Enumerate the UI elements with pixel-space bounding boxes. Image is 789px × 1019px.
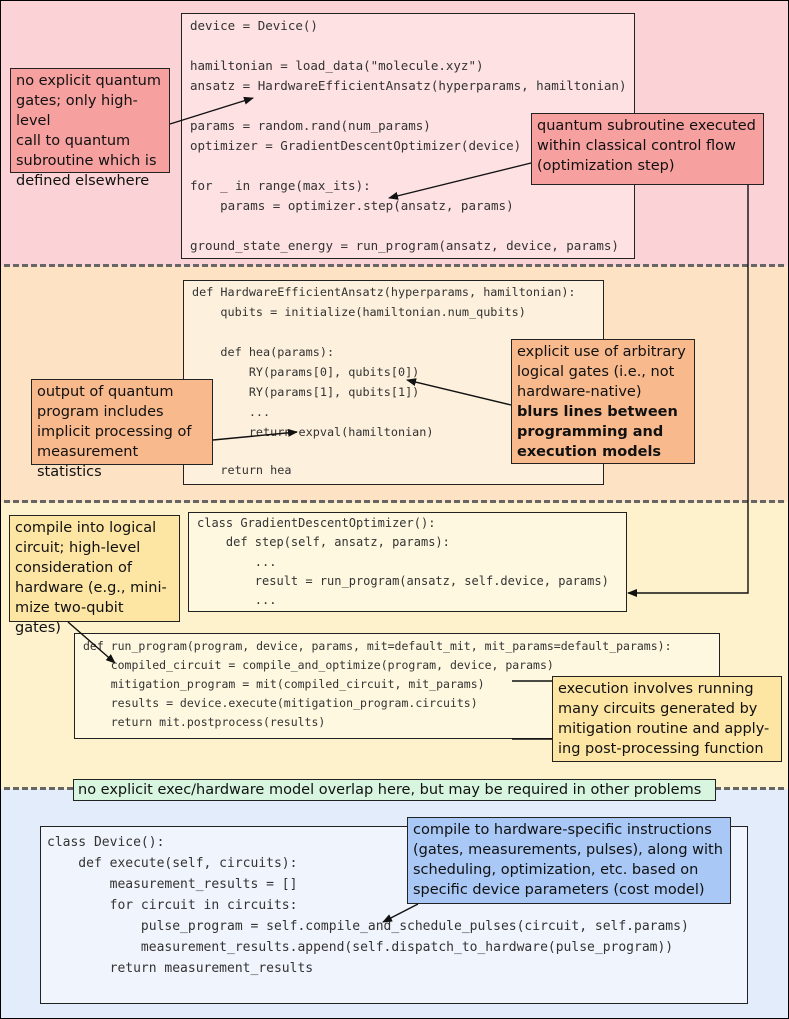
- note-line: execution involves running: [558, 681, 754, 697]
- note-line: compile to hardware-specific instruction…: [413, 822, 712, 838]
- code-line: for circuit in circuits:: [47, 898, 298, 913]
- code-line: measurement_results.append(self.dispatch…: [47, 940, 674, 955]
- code-line: return hea: [192, 463, 292, 477]
- code-line: def execute(self, circuits):: [47, 856, 298, 871]
- note-line: mize two-qubit gates): [15, 600, 124, 636]
- note-line: hardware-native): [517, 384, 642, 400]
- code-line: measurement_results = []: [47, 877, 298, 892]
- code-line: RY(params[1], qubits[1]): [192, 385, 420, 399]
- code-line: results = device.execute(mitigation_prog…: [83, 696, 478, 710]
- code-line: return measurement_results: [47, 961, 314, 976]
- note-line: hardware (e.g., mini-: [15, 580, 167, 596]
- code-line: def step(self, ansatz, params):: [197, 535, 450, 549]
- separator-2: [4, 500, 784, 503]
- note-line: subroutine which is: [16, 153, 157, 169]
- code-line: class GradientDescentOptimizer():: [197, 516, 436, 530]
- code-block-optimizer: class GradientDescentOptimizer(): def st…: [188, 512, 627, 612]
- code-line: pulse_program = self.compile_and_schedul…: [47, 919, 689, 934]
- note-line-bold: programming and: [517, 424, 664, 440]
- code-line: result = run_program(ansatz, self.device…: [197, 574, 609, 588]
- note-line: consideration of: [15, 560, 132, 576]
- code-line: for _ in range(max_its):: [190, 178, 371, 193]
- note-line: gates; only high-level: [16, 93, 138, 129]
- note-line: implicit processing of: [37, 424, 192, 440]
- note-line: defined elsewhere: [16, 173, 150, 189]
- code-line: return mit.postprocess(results): [83, 715, 326, 729]
- note-line: specific device parameters (cost model): [413, 882, 705, 898]
- note-hardware-compile: compile to hardware-specific instruction…: [407, 817, 731, 904]
- note-line: call to quantum: [16, 133, 131, 149]
- note-line: output of quantum: [37, 384, 174, 400]
- note-line: mitigation routine and apply-: [558, 721, 770, 737]
- note-line: measurement statistics: [37, 444, 139, 480]
- code-line: hamiltonian = load_data("molecule.xyz"): [190, 58, 484, 73]
- note-no-explicit-gates: no explicit quantum gates; only high-lev…: [10, 68, 170, 189]
- note-line: compile into logical: [15, 520, 157, 536]
- note-execution: execution involves running many circuits…: [552, 676, 782, 762]
- code-line: device = Device(): [190, 18, 318, 33]
- code-line: compiled_circuit = compile_and_optimize(…: [83, 658, 554, 672]
- code-line: def hea(params):: [192, 345, 335, 359]
- code-line: class Device():: [47, 835, 165, 850]
- note-quantum-subroutine: quantum subroutine executed within class…: [531, 113, 764, 185]
- code-line: def HardwareEfficientAnsatz(hyperparams,…: [192, 285, 576, 299]
- note-line: quantum subroutine executed: [537, 118, 756, 134]
- note-line: (gates, measurements, pulses), along wit…: [413, 842, 723, 858]
- note-line: program includes: [37, 404, 164, 420]
- note-line: no explicit quantum: [16, 73, 161, 89]
- separator-1: [4, 264, 784, 267]
- note-line-bold: execution models: [517, 444, 662, 460]
- code-line: ...: [192, 405, 271, 419]
- code-line: mitigation_program = mit(compiled_circui…: [83, 677, 485, 691]
- note-line: circuit; high-level: [15, 540, 141, 556]
- code-line: ...: [197, 593, 277, 607]
- code-line: optimizer = GradientDescentOptimizer(dev…: [190, 138, 522, 153]
- note-line: scheduling, optimization, etc. based on: [413, 862, 699, 878]
- note-line: (optimization step): [537, 158, 675, 174]
- note-line: many circuits generated by: [558, 701, 758, 717]
- note-line: no explicit exec/hardware model overlap …: [78, 782, 702, 798]
- code-line: def run_program(program, device, params,…: [83, 639, 672, 653]
- note-line: within classical control flow: [537, 138, 736, 154]
- code-line: params = optimizer.step(ansatz, params): [190, 198, 514, 213]
- code-line: qubits = initialize(hamiltonian.num_qubi…: [192, 305, 526, 319]
- note-output-processing: output of quantum program includes impli…: [31, 379, 213, 480]
- code-line: RY(params[0], qubits[0]): [192, 365, 420, 379]
- note-line: ing post-processing function: [558, 741, 764, 757]
- code-line: ansatz = HardwareEfficientAnsatz(hyperpa…: [190, 78, 627, 93]
- code-line: ...: [197, 555, 277, 569]
- note-no-overlap: no explicit exec/hardware model overlap …: [73, 779, 716, 801]
- code-line: ground_state_energy = run_program(ansatz…: [190, 238, 619, 253]
